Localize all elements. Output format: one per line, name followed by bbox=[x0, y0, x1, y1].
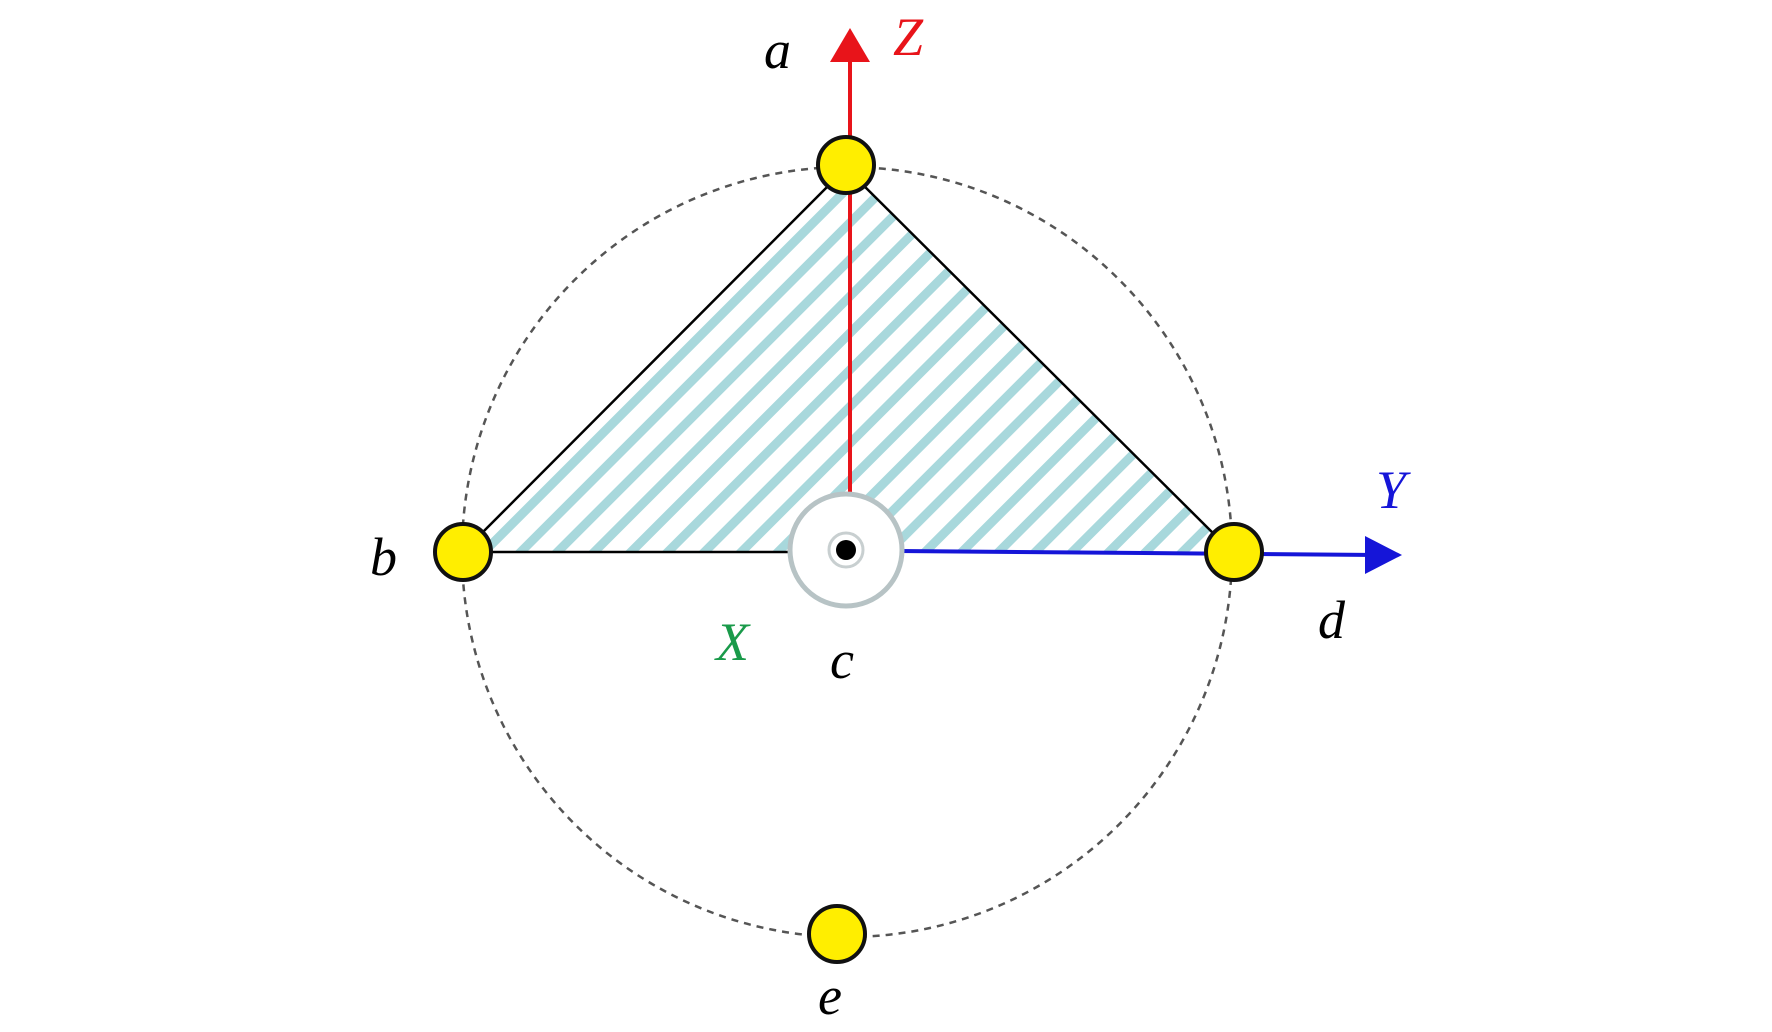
x-axis-marker-dot bbox=[836, 540, 856, 560]
y-axis-arrowhead bbox=[1365, 536, 1402, 574]
edge-a-d bbox=[845, 167, 1233, 553]
point-label-b: b bbox=[370, 527, 397, 587]
edge-a-b bbox=[462, 167, 847, 553]
z-axis-label: Z bbox=[893, 7, 924, 67]
x-axis-label: X bbox=[714, 612, 751, 672]
y-axis-line bbox=[897, 549, 1379, 557]
node-d bbox=[1204, 522, 1264, 582]
point-label-e: e bbox=[818, 966, 842, 1026]
node-b bbox=[433, 522, 493, 582]
triangle-abd bbox=[463, 168, 1232, 552]
point-label-d: d bbox=[1318, 590, 1346, 650]
y-axis-label: Y bbox=[1376, 460, 1411, 520]
z-axis-arrowhead bbox=[830, 28, 870, 62]
node-a bbox=[816, 135, 876, 195]
point-label-c: c bbox=[830, 630, 854, 690]
node-e bbox=[807, 904, 867, 964]
point-label-a: a bbox=[764, 20, 791, 80]
